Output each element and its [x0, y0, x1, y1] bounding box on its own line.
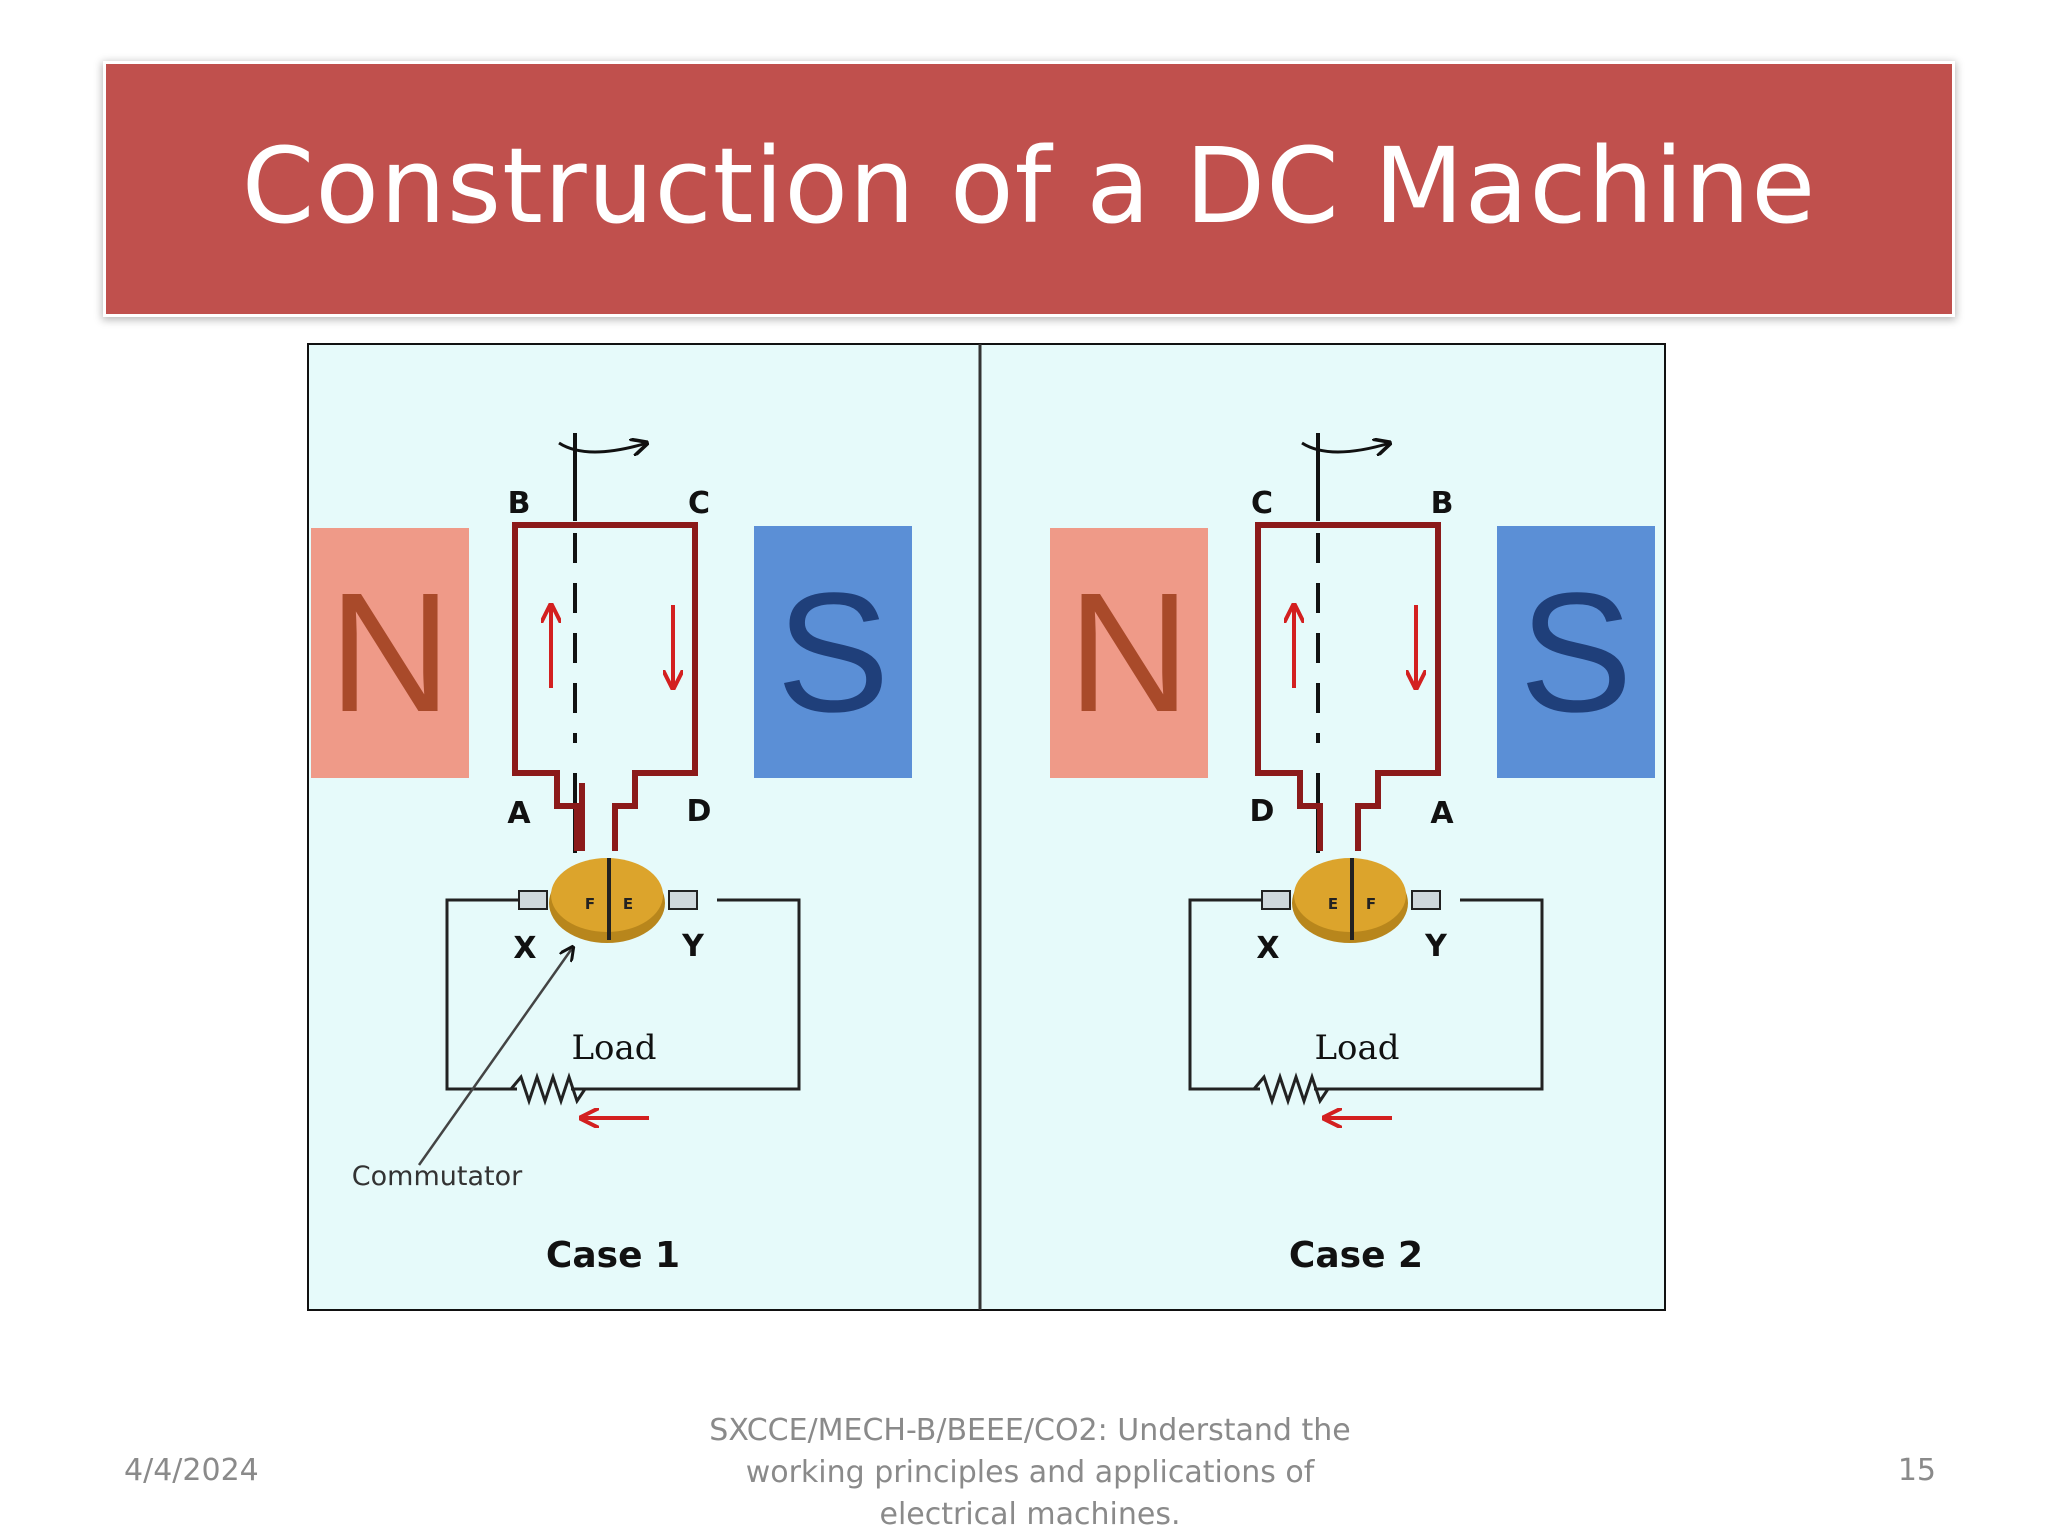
- title-banner: Construction of a DC Machine: [106, 64, 1952, 314]
- page-number: 15: [1897, 1453, 1936, 1488]
- armature-coil: [512, 522, 698, 851]
- dc-machine-diagram: N S B C A D Load F E X Y Commutator Case…: [307, 343, 1666, 1311]
- external-circuit: [445, 898, 801, 1091]
- north-pole-magnet: [1050, 528, 1208, 778]
- segment-label-left: E: [1328, 895, 1338, 913]
- segment-label-right: F: [1366, 895, 1376, 913]
- north-pole-label: N: [329, 558, 452, 748]
- rotation-arrow-icon: [558, 443, 647, 452]
- commutator-label: Commutator: [352, 1161, 523, 1192]
- external-circuit: [1188, 898, 1544, 1091]
- coil-label-bottom-right: A: [1430, 796, 1454, 831]
- coil-label-top-right: B: [1431, 486, 1454, 521]
- north-pole-magnet: [311, 528, 469, 778]
- diagram-frame: [307, 343, 1666, 1311]
- slide-title: Construction of a DC Machine: [241, 125, 1817, 247]
- segment-label-left: F: [585, 895, 595, 913]
- coil-label-bottom-left: D: [1250, 794, 1275, 829]
- case-label: Case 1: [546, 1235, 680, 1276]
- load-resistor-icon: [1252, 1072, 1330, 1106]
- south-pole-label: S: [776, 558, 889, 748]
- load-label: Load: [571, 1028, 656, 1068]
- load-resistor-icon: [509, 1072, 587, 1106]
- load-label: Load: [1314, 1028, 1399, 1068]
- coil-label-top-left: C: [1251, 486, 1273, 521]
- footer-line: SXCCE/MECH-B/BEEE/CO2: Understand the: [709, 1413, 1351, 1448]
- brush-label-right: Y: [1424, 929, 1448, 964]
- footer-line: working principles and applications of: [745, 1455, 1315, 1490]
- coil-label-bottom-right: D: [687, 794, 712, 829]
- case-label: Case 2: [1289, 1235, 1423, 1276]
- footer-date: 4/4/2024: [124, 1453, 259, 1488]
- footer-course-outcome: SXCCE/MECH-B/BEEE/CO2: Understand the wo…: [700, 1410, 1360, 1536]
- rotation-arrow-icon: [1301, 443, 1390, 452]
- brush-right: [668, 890, 698, 910]
- brush-right: [1411, 890, 1441, 910]
- commutator-pointer: [417, 947, 573, 1166]
- brush-label-right: Y: [681, 929, 705, 964]
- segment-label-right: E: [623, 895, 633, 913]
- coil-label-top-right: C: [688, 486, 710, 521]
- north-pole-label: N: [1068, 558, 1191, 748]
- south-pole-magnet: [1497, 526, 1655, 778]
- footer-line: electrical machines.: [879, 1497, 1181, 1532]
- brush-label-left: X: [1256, 931, 1279, 966]
- brush-label-left: X: [513, 931, 536, 966]
- brush-left: [518, 890, 548, 910]
- coil-label-bottom-left: A: [507, 796, 531, 831]
- brush-left: [1261, 890, 1291, 910]
- armature-coil: [1255, 522, 1441, 851]
- coil-label-top-left: B: [508, 486, 531, 521]
- panel-case-1: N S B C A D Load F E X Y Commutator Case…: [311, 433, 912, 1276]
- south-pole-label: S: [1519, 558, 1632, 748]
- panel-case-2: N S C B D A Load E F X Y Case 2: [1050, 433, 1655, 1276]
- south-pole-magnet: [754, 526, 912, 778]
